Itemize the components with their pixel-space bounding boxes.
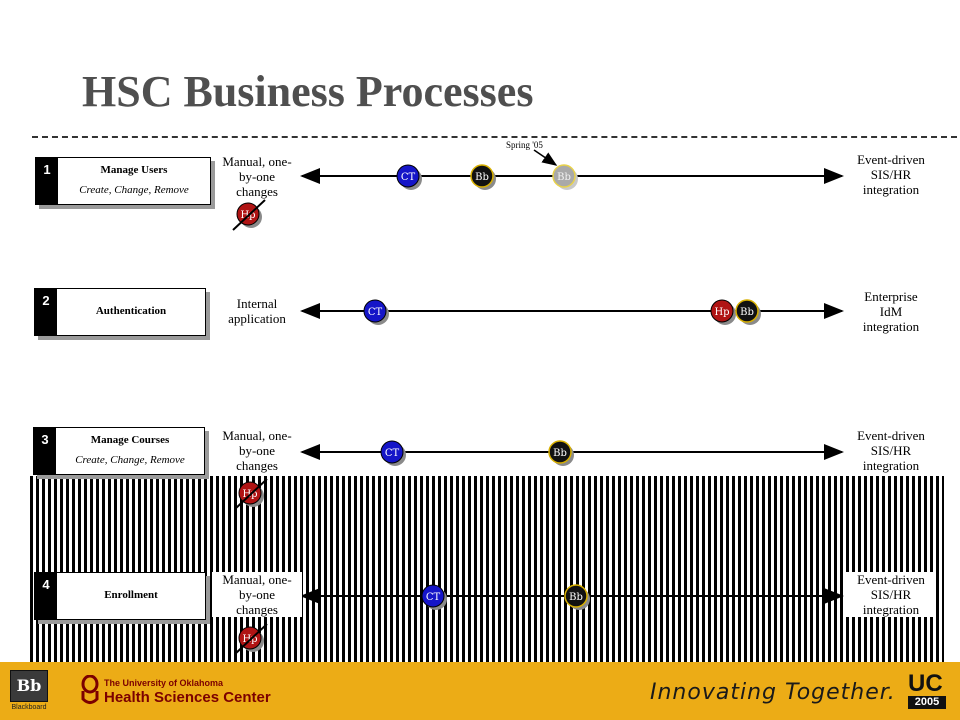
process-number: 2 bbox=[35, 289, 57, 335]
process-box-authentication: 2 Authentication bbox=[34, 288, 206, 336]
svg-text:Hp: Hp bbox=[714, 307, 729, 318]
bb-marker-row4: Bb bbox=[564, 584, 590, 610]
svg-text:CT: CT bbox=[385, 448, 400, 459]
process-name: Manage Courses bbox=[90, 434, 170, 446]
spring-05-note: Spring '05 bbox=[506, 140, 543, 150]
svg-text:Bb: Bb bbox=[740, 307, 754, 318]
ct-marker-row3: CT bbox=[380, 440, 406, 466]
bb-future-marker-row1: Bb bbox=[552, 164, 578, 190]
svg-text:Bb: Bb bbox=[553, 448, 567, 459]
process-subtitle: Create, Change, Remove bbox=[79, 184, 189, 196]
right-label-row4: Event-driven SIS/HR integration bbox=[846, 572, 936, 617]
svg-text:CT: CT bbox=[368, 307, 383, 318]
svg-text:Bb: Bb bbox=[569, 592, 583, 603]
ou-university-name: The University of Oklahoma bbox=[104, 678, 224, 688]
hp-marker-row2: Hp bbox=[710, 299, 736, 325]
hp-struck-marker-row1: Hp bbox=[232, 199, 266, 231]
svg-text:CT: CT bbox=[426, 592, 441, 603]
bb-marker-row1: Bb bbox=[470, 164, 496, 190]
process-box-manage-courses: 3 Manage Courses Create, Change, Remove bbox=[33, 427, 205, 475]
dashed-divider bbox=[32, 136, 957, 138]
ou-hsc-name: Health Sciences Center bbox=[104, 689, 271, 706]
tagline: Innovating Together. bbox=[650, 680, 896, 705]
hp-struck-marker-row3: Hp bbox=[234, 478, 268, 510]
ou-logo-icon bbox=[81, 675, 99, 704]
hp-struck-marker-row4: Hp bbox=[234, 623, 268, 655]
left-label-row1: Manual, one- by-one changes bbox=[222, 154, 292, 199]
left-label-row3: Manual, one- by-one changes bbox=[222, 428, 292, 473]
right-label-row3: Event-driven SIS/HR integration bbox=[857, 428, 925, 473]
uc-logo-letters: UC bbox=[908, 670, 943, 697]
footer-bar: Bb Blackboard The University of Oklahoma… bbox=[0, 662, 960, 720]
left-label-row2: Internal application bbox=[228, 296, 286, 326]
uc2005-logo: UC 2005 bbox=[908, 672, 952, 712]
ct-marker-row2: CT bbox=[363, 299, 389, 325]
process-number: 1 bbox=[36, 158, 58, 204]
right-label-row2: Enterprise IdM integration bbox=[862, 289, 920, 334]
right-label-row1: Event-driven SIS/HR integration bbox=[857, 152, 925, 197]
process-box-manage-users: 1 Manage Users Create, Change, Remove bbox=[35, 157, 211, 205]
process-number: 4 bbox=[35, 573, 57, 619]
process-name: Enrollment bbox=[104, 589, 158, 601]
left-label-row4: Manual, one- by-one changes bbox=[212, 572, 302, 617]
uc-logo-year: 2005 bbox=[908, 696, 946, 709]
bb-logo-word: Blackboard bbox=[11, 704, 47, 711]
striped-overlay bbox=[30, 476, 944, 662]
svg-text:Bb: Bb bbox=[475, 172, 489, 183]
spring-pointer bbox=[533, 149, 558, 166]
process-box-enrollment: 4 Enrollment bbox=[34, 572, 206, 620]
process-number: 3 bbox=[34, 428, 56, 474]
process-name: Authentication bbox=[95, 305, 167, 317]
process-name: Manage Users bbox=[100, 164, 168, 176]
ct-marker-row4: CT bbox=[421, 584, 447, 610]
svg-text:CT: CT bbox=[401, 172, 416, 183]
slide-title: HSC Business Processes bbox=[82, 67, 534, 116]
ct-marker-row1: CT bbox=[396, 164, 422, 190]
bb-logo-square: Bb bbox=[10, 670, 48, 702]
svg-text:Bb: Bb bbox=[557, 172, 571, 183]
blackboard-logo: Bb Blackboard bbox=[6, 670, 52, 714]
process-subtitle: Create, Change, Remove bbox=[75, 454, 185, 466]
bb-marker-row3: Bb bbox=[548, 440, 574, 466]
bb-marker-row2: Bb bbox=[735, 299, 761, 325]
